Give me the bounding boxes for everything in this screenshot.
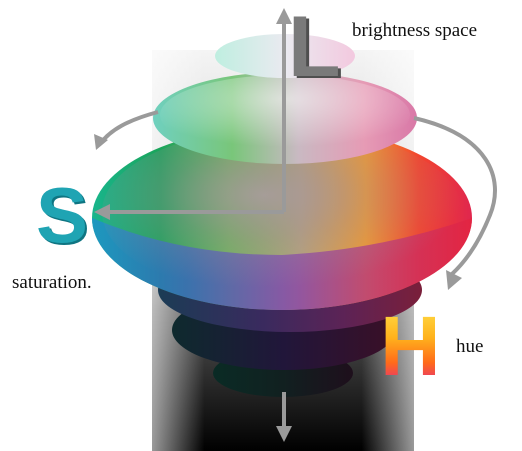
left-arrow-icon: [94, 204, 110, 220]
brightness-letter: L: [288, 0, 341, 95]
up-arrow-icon: [276, 8, 292, 24]
saturation-label: saturation.: [12, 272, 92, 293]
down-arrow-icon: [276, 426, 292, 442]
brightness-label: brightness space: [352, 20, 478, 41]
saturation-axis: [94, 204, 284, 220]
brightness-axis: [276, 8, 292, 442]
hue-rotation-arrows: [94, 110, 497, 290]
curved-arrow-icon: [98, 110, 159, 146]
hue-letter: H: [380, 299, 441, 393]
saturation-letter: S: [36, 171, 89, 259]
hue-label: hue: [456, 336, 484, 357]
